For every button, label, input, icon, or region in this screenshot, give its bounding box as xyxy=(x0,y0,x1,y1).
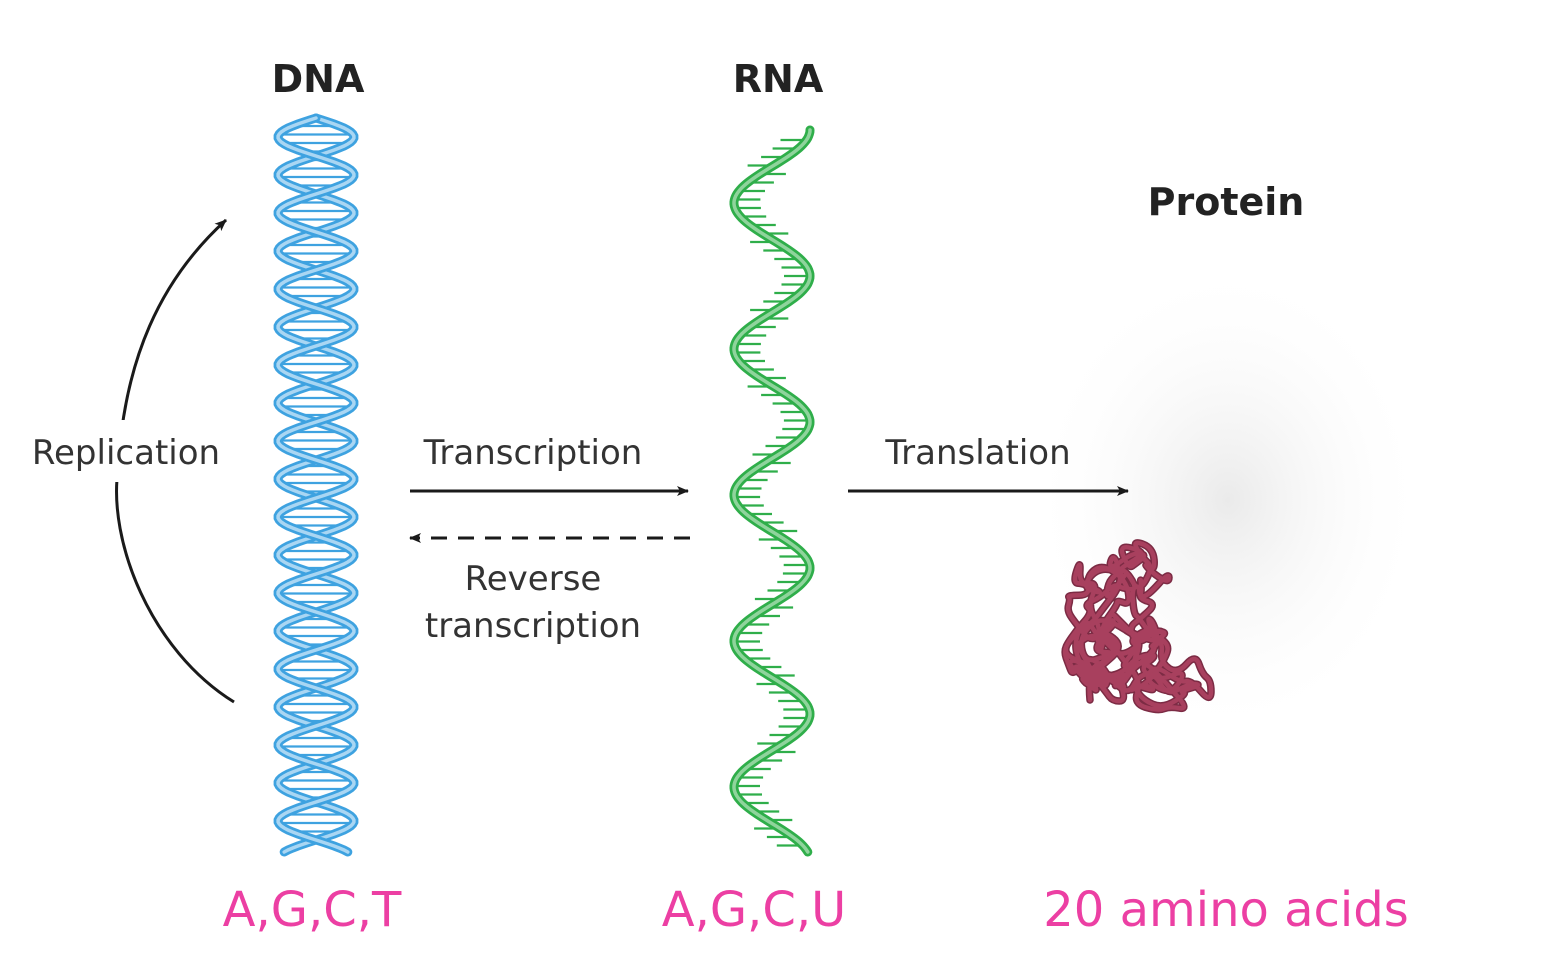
dna-double-helix xyxy=(273,113,359,857)
dna-heading: DNA xyxy=(272,57,365,101)
translation-label: Translation xyxy=(884,433,1070,473)
reverse-transcription-label-line1: Reverse xyxy=(465,559,602,599)
dna-backbone-highlight-1 xyxy=(276,116,356,854)
protein-heading: Protein xyxy=(1148,180,1305,224)
replication-label-bg xyxy=(14,420,236,482)
protein-coil xyxy=(1062,540,1214,712)
protein-alphabet: 20 amino acids xyxy=(1043,882,1409,938)
dna-alphabet: A,G,C,T xyxy=(223,882,402,938)
rna-single-strand xyxy=(729,125,815,857)
rna-alphabet: A,G,C,U xyxy=(662,882,846,938)
replication-label: Replication xyxy=(32,433,220,473)
protein-structure xyxy=(1061,539,1215,714)
rna-heading: RNA xyxy=(733,57,824,101)
protein-shadow xyxy=(1028,260,1428,740)
rna-backbone-highlight xyxy=(732,128,812,854)
dna-backbone-highlight-2 xyxy=(276,116,356,854)
transcription-label: Transcription xyxy=(423,433,643,473)
reverse-transcription-label-line2: transcription xyxy=(425,606,641,646)
